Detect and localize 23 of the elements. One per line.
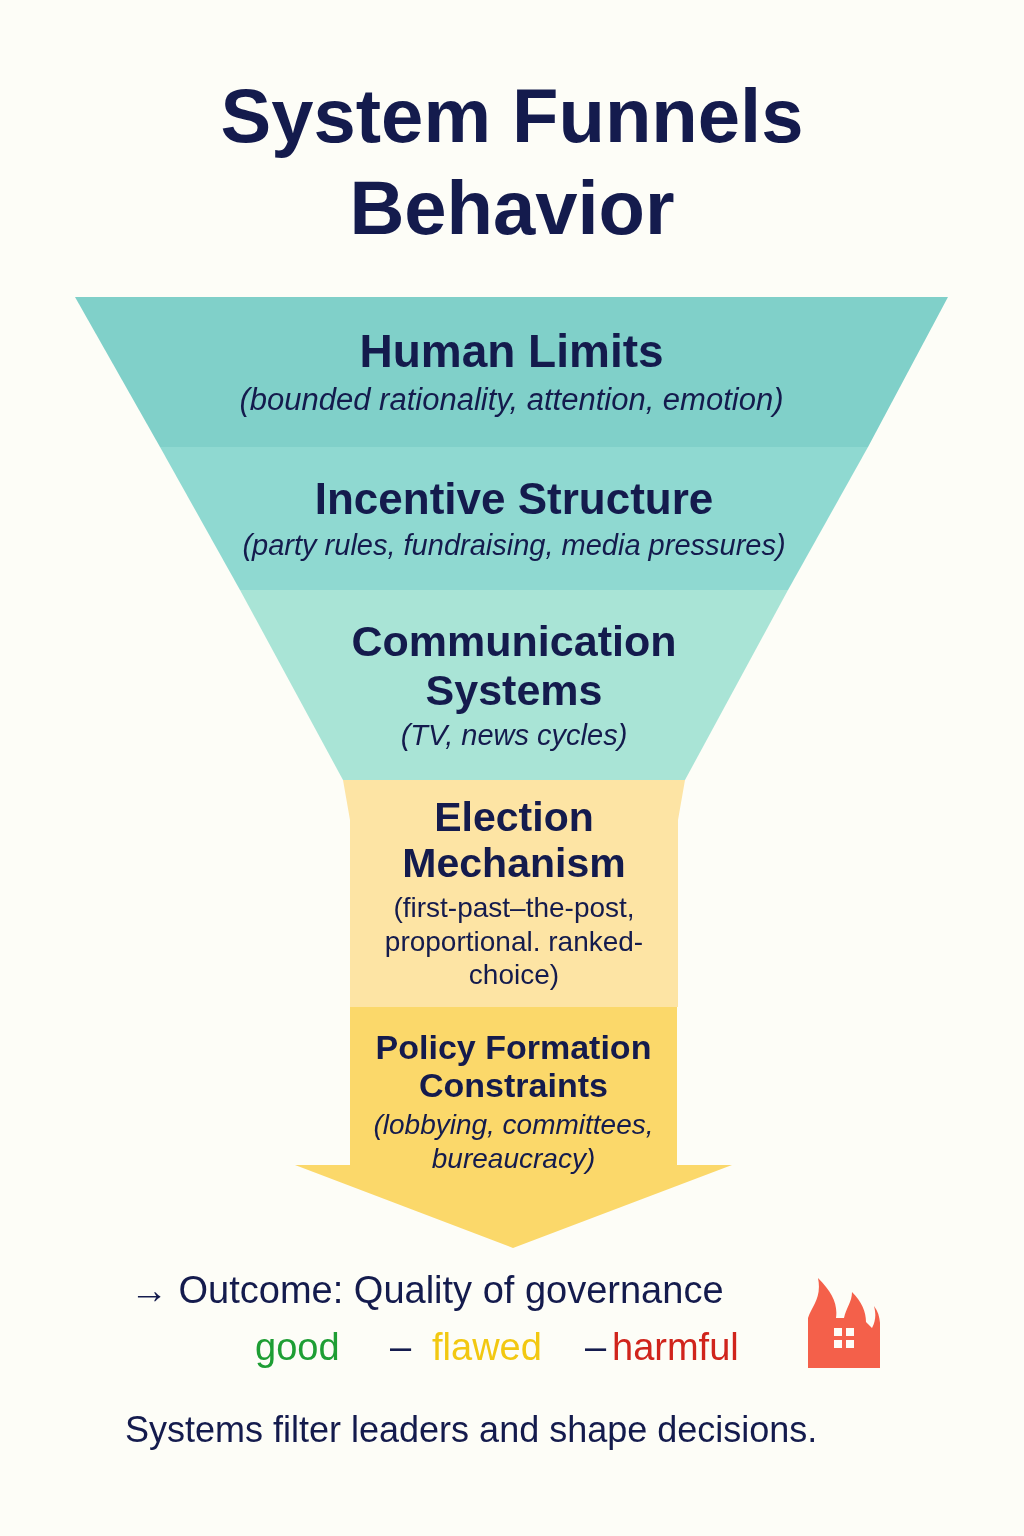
band-heading: Human Limits: [359, 325, 664, 378]
band-heading: Policy Formation Constraints: [374, 1028, 653, 1105]
scale-word: flawed: [432, 1325, 542, 1370]
band-description: (lobbying, committees, bureaucracy): [372, 1108, 655, 1176]
scale-word: good: [255, 1325, 340, 1370]
funnel-band: [295, 1007, 732, 1248]
scale-word: harmful: [612, 1325, 739, 1370]
funnel-band: [160, 447, 868, 590]
outcome-heading: → Outcome: Quality of governance: [130, 1268, 724, 1313]
funnel-band: [343, 780, 685, 1007]
band-heading: Communication Systems: [350, 617, 678, 714]
funnel-band: [240, 590, 788, 780]
funnel-band: [75, 297, 948, 447]
scale-separator: –: [390, 1325, 412, 1370]
band-description: (bounded rationality, attention, emotion): [239, 381, 784, 419]
band-heading: Incentive Structure: [314, 474, 714, 524]
band-description: (TV, news cycles): [400, 717, 628, 753]
summary-note: Systems filter leaders and shape decisions.: [125, 1408, 818, 1452]
band-heading: Election Mechanism: [401, 795, 627, 887]
band-description: (party rules, fundraising, media pressures): [242, 527, 786, 563]
title: System Funnels Behavior: [219, 72, 805, 252]
band-description: (first-past–the-post, proportional. ranked-choice): [383, 891, 645, 992]
scale-separator: –: [585, 1325, 607, 1370]
